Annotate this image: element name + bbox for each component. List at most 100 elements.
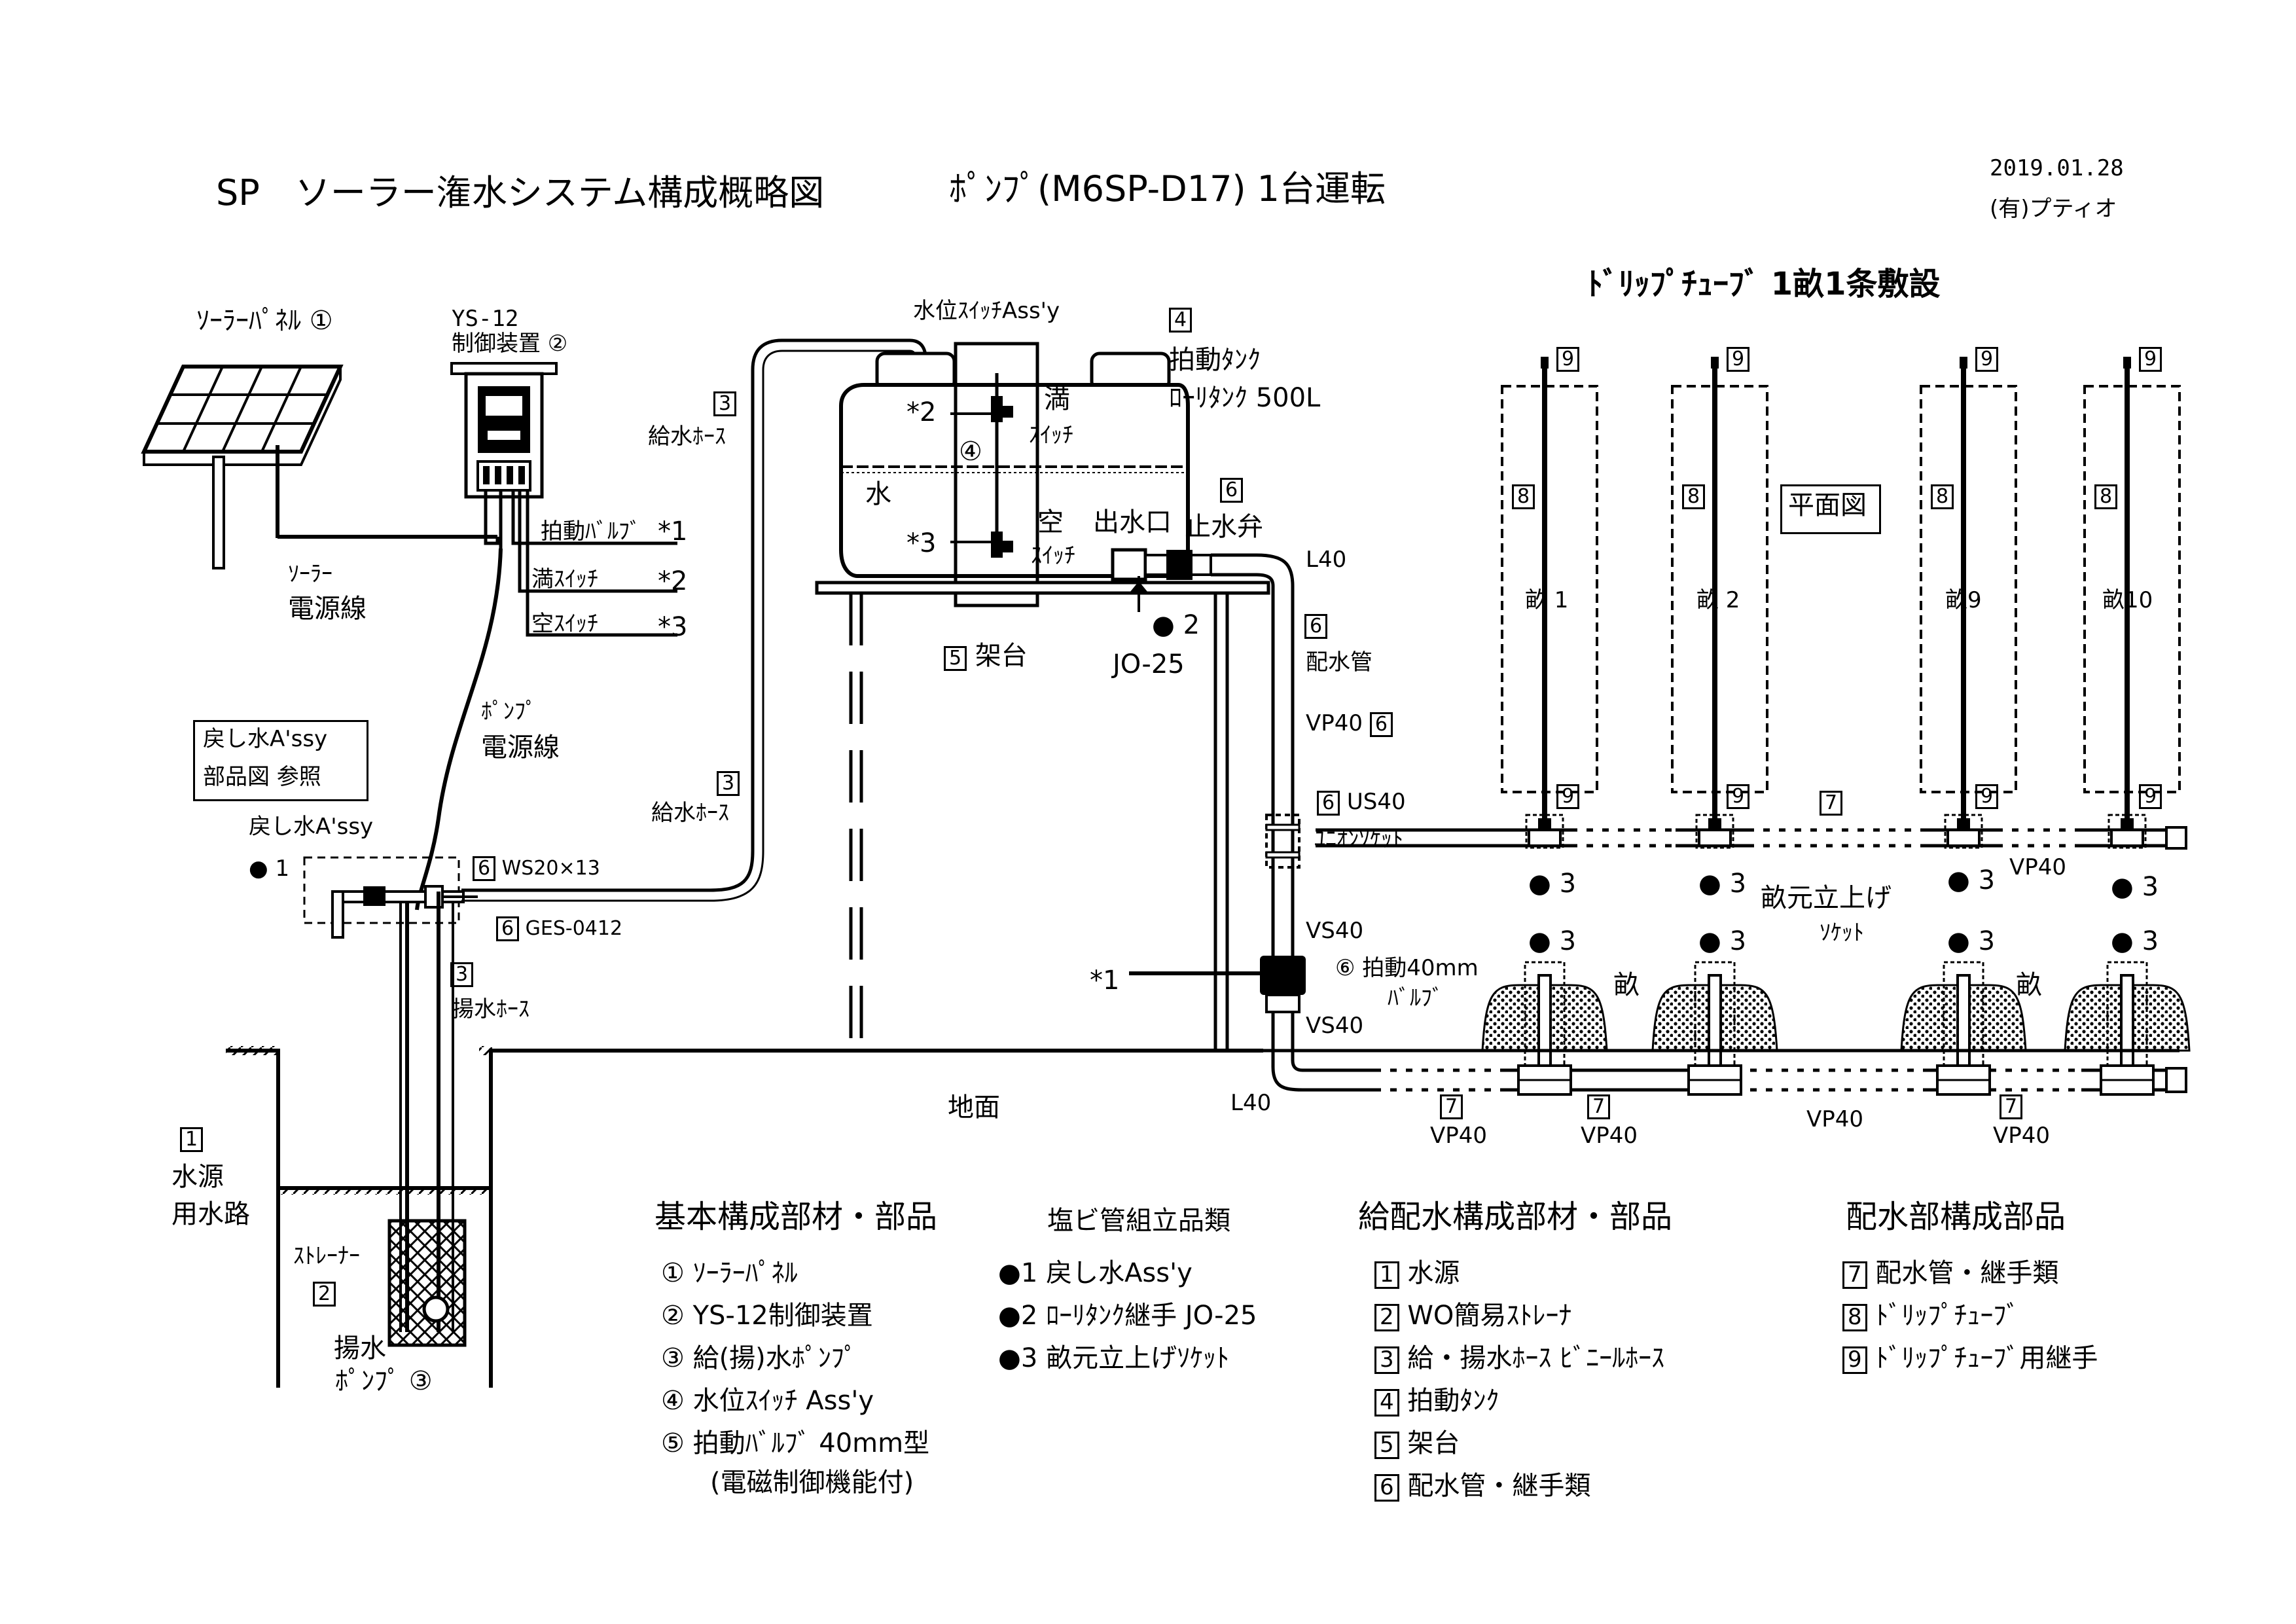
tag-2: 2 (1374, 1304, 1399, 1331)
label-pump-cable-1: ﾎﾟﾝﾌﾟ (481, 698, 537, 725)
label-circle4: ④ (959, 437, 982, 467)
tag-3: 3 (713, 391, 737, 416)
plan-view-box (1780, 484, 1881, 534)
distribution-pipe (1111, 548, 2187, 1093)
label-bed-b: 畝 (2016, 970, 2042, 1000)
tag-7: 7 (1820, 791, 1843, 816)
tag-9: 9 (1556, 784, 1580, 809)
label-vp40-d: VP40 (1993, 1123, 2051, 1149)
legend-supply-item: 1 水源 (1374, 1260, 1460, 1289)
label-bed-socket-1: 畝元立上げ (1761, 883, 1892, 913)
label-bed-a: 畝 (1613, 970, 1640, 1000)
label-vp40-a: VP40 (1430, 1123, 1488, 1149)
tag-9: 9 (2139, 784, 2162, 809)
label-us40: 6 US40 (1317, 791, 1406, 816)
tag-6: 6 (1369, 712, 1393, 737)
legend-basic-item: ② YS-12制御装置 (661, 1301, 873, 1331)
label-controller: 制御装置 ② (452, 331, 568, 357)
legend-supply-item: 2 WO簡易ｽﾄﾚｰﾅ (1374, 1303, 1571, 1331)
label-water-source-1: 水源 (171, 1162, 224, 1192)
label-us40-text: US40 (1346, 789, 1406, 815)
legend-supply-text: WO簡易ｽﾄﾚｰﾅ (1407, 1301, 1572, 1331)
label-solar-cable-1: ｿｰﾗｰ (288, 561, 332, 587)
legend-distribution-text: 配水管・継手類 (1875, 1258, 2059, 1288)
tag-5: 5 (944, 646, 967, 671)
label-stand-text: 架台 (975, 641, 1028, 671)
label-dot2: ● 2 (1152, 610, 1200, 640)
label-full: 満 (1044, 384, 1070, 414)
label-l40-top: L40 (1306, 547, 1347, 573)
legend-supply-title: 給配水構成部材・部品 (1358, 1199, 1673, 1235)
label-star1-valve: *1 (1090, 965, 1120, 996)
label-vp40-c: VP40 (1806, 1106, 1864, 1132)
label-vs40-top: VS40 (1306, 918, 1364, 944)
legend-basic-item: ⑤ 拍動ﾊﾞﾙﾌﾞ 40mm型 (661, 1428, 930, 1458)
label-ges: 6 GES-0412 (496, 916, 622, 941)
solar-panel (141, 365, 497, 569)
label-star3-tank: *3 (906, 528, 937, 558)
label-dist-pipe: 配水管 (1306, 649, 1372, 676)
label-stand: 5 架台 (944, 643, 1028, 671)
legend-distribution-text: ﾄﾞﾘｯﾌﾟﾁｭｰﾌﾞ用継手 (1875, 1343, 2098, 1373)
label-stop-valve: 止水弁 (1185, 512, 1263, 542)
label-dot3-e: ● 3 (1528, 926, 1577, 956)
label-empty-switch: ｽｲｯﾁ (1031, 543, 1075, 569)
company: (有)プティオ (1990, 196, 2117, 222)
label-plan-view: 平面図 (1788, 490, 1867, 520)
label-star3: *3 (658, 612, 688, 642)
legend-basic-title: 基本構成部材・部品 (655, 1199, 938, 1235)
label-star2-tank: *2 (906, 397, 937, 427)
label-vp40-dist: VP40 6 (1306, 712, 1393, 737)
tag-8: 8 (1682, 484, 1706, 509)
legend-distribution-item: 8 ﾄﾞﾘｯﾌﾟﾁｭｰﾌﾞ (1842, 1303, 2019, 1331)
label-strainer: ｽﾄﾚｰﾅｰ (293, 1243, 360, 1269)
tag-1: 1 (1374, 1261, 1399, 1289)
label-pulse-valve-1: ⑥ 拍動40mm (1335, 955, 1479, 981)
label-supply-hose-top: 給水ﾎｰｽ (648, 424, 726, 450)
tag-6: 6 (1220, 478, 1244, 503)
label-water-source-2: 用水路 (171, 1199, 250, 1229)
label-ges-text: GES-0412 (525, 917, 623, 940)
label-star2: *2 (658, 566, 688, 596)
legend-basic-item: ③ 給(揚)水ﾎﾟﾝﾌﾟ (661, 1343, 857, 1373)
label-dot3-d: ● 3 (2111, 872, 2159, 902)
label-bed-9: 畝9 (1945, 587, 1982, 613)
label-ws-text: WS20×13 (501, 857, 600, 880)
label-dot3-b: ● 3 (1698, 869, 1747, 899)
legend-distribution-item: 7 配水管・継手類 (1842, 1260, 2058, 1289)
tag-6: 6 (473, 856, 496, 881)
tag-3: 3 (450, 962, 474, 987)
tag-9: 9 (1975, 784, 1999, 809)
label-pulse-valve-cable: 拍動ﾊﾞﾙﾌﾞ (541, 518, 641, 545)
label-pump-cable-2: 電源線 (481, 732, 560, 763)
label-return-assy: 戻し水A'ssy (249, 814, 374, 840)
legend-supply-item: 6 配水管・継手類 (1374, 1473, 1590, 1502)
label-lift-pump-1: 揚水 (334, 1333, 386, 1363)
return-water-assy (303, 338, 928, 1332)
label-tank-1: 拍動ﾀﾝｸ (1169, 345, 1261, 375)
label-outlet: 出水口 (1093, 507, 1172, 537)
page-title: SP ソーラー潅水システム構成概略図 (216, 172, 825, 213)
label-tank-2: ﾛｰﾘﾀﾝｸ 500L (1169, 383, 1321, 413)
tag-9: 9 (1556, 347, 1580, 372)
label-vp40-dist-text: VP40 (1306, 710, 1363, 736)
tag-3: 3 (1374, 1346, 1399, 1374)
legend-basic-item: (電磁制御機能付) (710, 1468, 914, 1498)
label-empty-switch-cable: 空ｽｲｯﾁ (531, 611, 598, 637)
drip-beds (1481, 357, 2191, 1096)
legend-distribution-item: 9 ﾄﾞﾘｯﾌﾟﾁｭｰﾌﾞ用継手 (1842, 1345, 2098, 1374)
label-jo25: JO-25 (1113, 649, 1185, 679)
legend-pvc-title: 塩ビ管組立品類 (1047, 1206, 1230, 1236)
label-dot3-h: ● 3 (2111, 926, 2159, 956)
drip-title: ﾄﾞﾘｯﾌﾟﾁｭｰﾌﾞ 1畝1条敷設 (1587, 266, 1941, 302)
label-lift-pump-2: ﾎﾟﾝﾌﾟ ③ (335, 1366, 433, 1396)
tag-7: 7 (2000, 1094, 2023, 1119)
label-full-switch: ｽｲｯﾁ (1029, 422, 1073, 448)
plan-header-pipe (1316, 826, 2187, 1092)
tag-2: 2 (313, 1282, 336, 1307)
tag-9: 9 (1842, 1346, 1867, 1374)
legend-distribution-title: 配水部構成部品 (1846, 1199, 2066, 1235)
tag-3: 3 (717, 771, 740, 796)
tag-5: 5 (1374, 1432, 1399, 1459)
tag-8: 8 (1931, 484, 1954, 509)
